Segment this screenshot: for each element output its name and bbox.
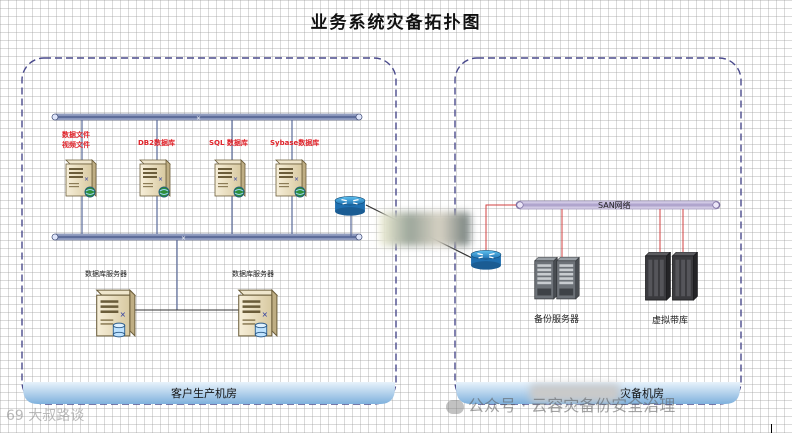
label-datafile-line1: 数据文件 — [62, 130, 90, 140]
backup-server-label: 备份服务器 — [534, 312, 579, 325]
wechat-icon — [446, 400, 464, 414]
backup-server — [535, 257, 580, 299]
wechat-watermark: 公众号 · 云容灾备份安全治理 — [446, 392, 675, 416]
text-cursor — [771, 424, 772, 433]
db-server-right — [239, 290, 277, 337]
router-production — [335, 196, 365, 215]
label-datafile-line2: 视频文件 — [62, 140, 90, 150]
label-sybase: Sybase数据库 — [270, 138, 319, 148]
server-sybase — [276, 160, 306, 197]
corner-watermark: 69 大叔路谈 — [6, 405, 84, 425]
wechat-watermark-text: 公众号 · 云容灾备份安全治理 — [468, 396, 675, 415]
vtl-label: 虚拟带库 — [652, 313, 688, 326]
dr-room-boundary — [455, 58, 741, 404]
label-sql: SQL 数据库 — [209, 138, 248, 148]
label-db-server-left: 数据库服务器 — [85, 269, 127, 279]
virtual-tape-library — [646, 252, 698, 300]
label-db2: DB2数据库 — [138, 138, 175, 148]
router-dr — [471, 250, 501, 269]
production-room-label: 客户生产机房 — [171, 385, 237, 401]
bottom-bus — [52, 234, 362, 240]
production-room-boundary — [22, 58, 396, 404]
blurred-region — [380, 212, 470, 246]
san-label: SAN网络 — [598, 200, 631, 211]
server-data-files — [66, 160, 96, 197]
label-db-server-right: 数据库服务器 — [232, 269, 274, 279]
db-server-left — [97, 290, 135, 337]
server-sql — [215, 160, 245, 197]
top-bus — [52, 114, 362, 120]
server-db2 — [140, 160, 170, 197]
svg-text:×: × — [181, 235, 186, 242]
svg-text:×: × — [196, 115, 201, 122]
